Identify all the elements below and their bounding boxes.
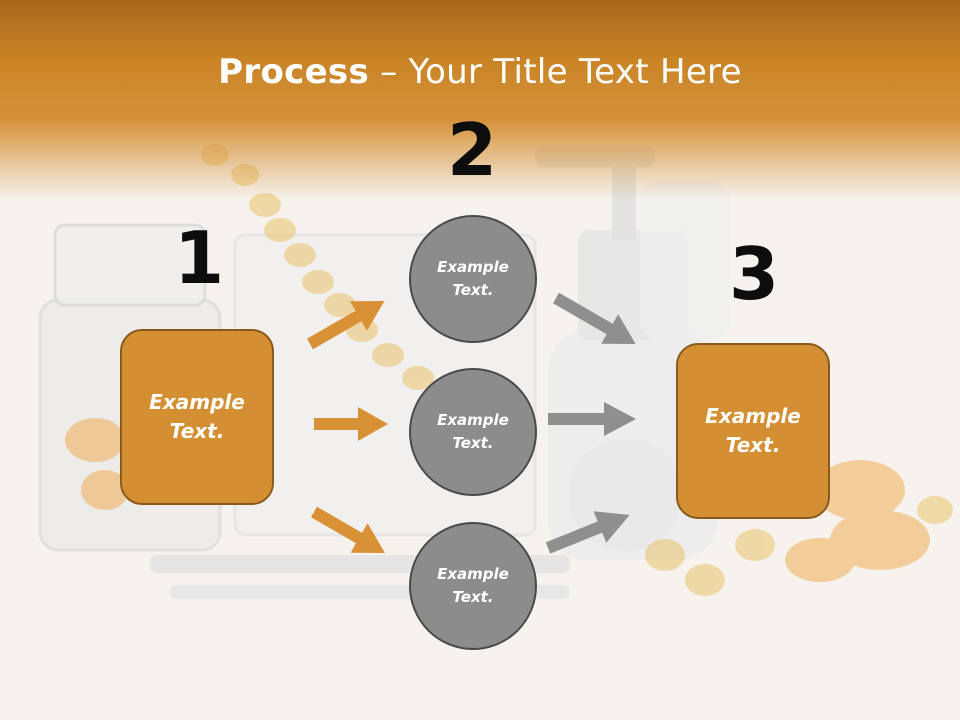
step1-box-line2: Text. — [169, 419, 225, 443]
arrow-up-right-orange — [307, 301, 385, 350]
circle-middle-line1: Example — [437, 411, 509, 429]
arrow-down-right-gray — [553, 292, 636, 344]
circle-top-line2: Text. — [452, 281, 494, 299]
step1-box[interactable]: Example Text. — [120, 329, 274, 505]
circle-bottom-text: Example Text. — [437, 563, 509, 609]
step3-box[interactable]: Example Text. — [676, 343, 830, 519]
step1-box-text: Example Text. — [149, 388, 245, 446]
step-number-3: 3 — [728, 232, 780, 316]
arrow-right-gray — [548, 402, 636, 436]
step3-box-line1: Example — [705, 404, 801, 428]
circle-bottom-line1: Example — [437, 565, 509, 583]
circle-bottom-line2: Text. — [452, 588, 494, 606]
slide-title: Process – Your Title Text Here — [0, 52, 960, 92]
title-rest: Your Title Text Here — [408, 52, 742, 92]
title-bold: Process — [218, 52, 370, 92]
step-number-2: 2 — [446, 108, 498, 192]
arrow-up-right-gray — [545, 511, 630, 554]
step2-circle-bottom[interactable]: Example Text. — [409, 522, 537, 650]
title-dash: – — [369, 52, 409, 92]
arrow-right-orange — [314, 407, 388, 441]
circle-middle-text: Example Text. — [437, 409, 509, 455]
step1-box-line1: Example — [149, 390, 245, 414]
step3-box-text: Example Text. — [705, 402, 801, 460]
arrow-down-right-orange — [311, 506, 386, 553]
step3-box-line2: Text. — [725, 433, 781, 457]
header-band — [0, 0, 960, 200]
step2-circle-top[interactable]: Example Text. — [409, 215, 537, 343]
step2-circle-middle[interactable]: Example Text. — [409, 368, 537, 496]
circle-top-text: Example Text. — [437, 256, 509, 302]
circle-top-line1: Example — [437, 258, 509, 276]
circle-middle-line2: Text. — [452, 434, 494, 452]
step-number-1: 1 — [173, 216, 225, 300]
